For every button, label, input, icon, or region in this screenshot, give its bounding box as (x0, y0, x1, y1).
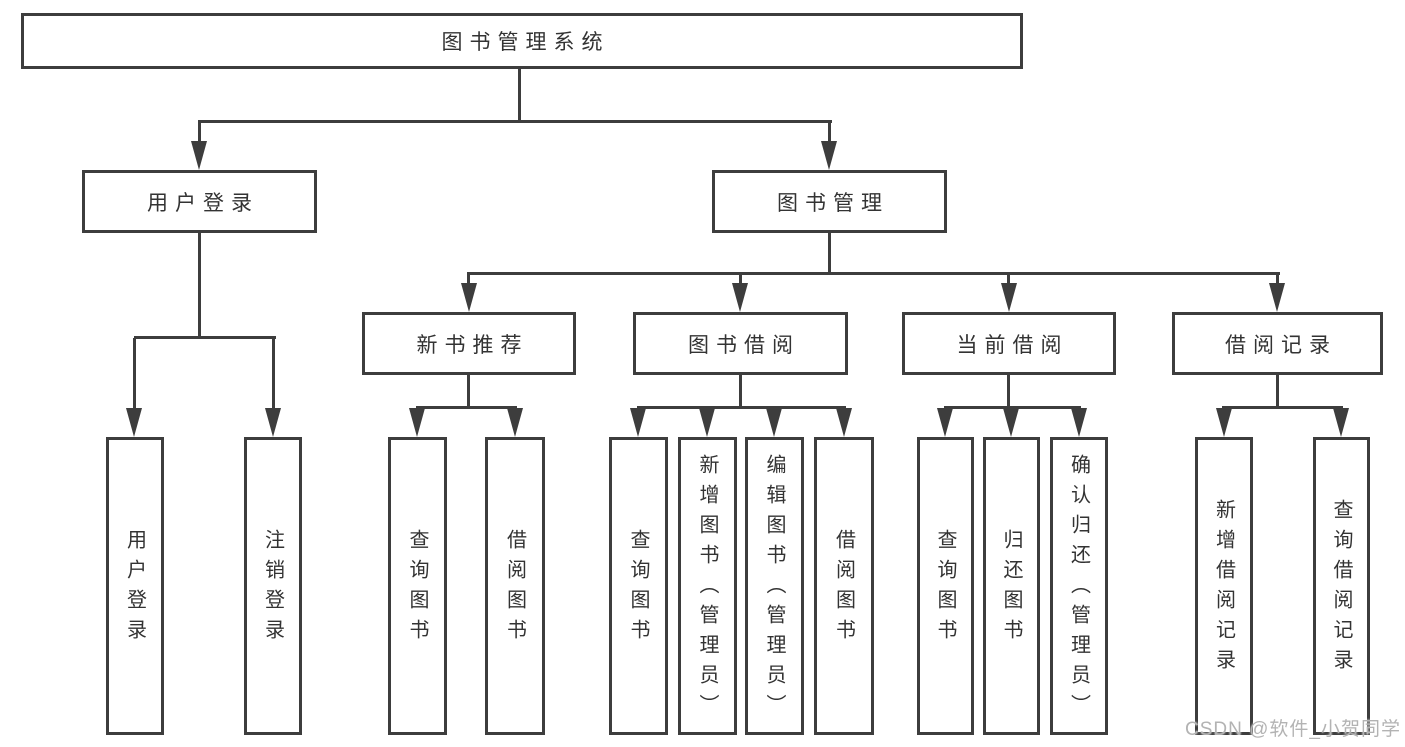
arrowhead (461, 283, 477, 312)
connector-new-book-bar (416, 406, 517, 409)
arrowhead (1216, 408, 1232, 437)
node-book-management: 图书管理 (712, 170, 947, 233)
node-query-borrow-record: 查询借阅记录 (1313, 437, 1370, 735)
connector-current-borrowing-bar (944, 406, 1081, 409)
node-edit-books-admin: 编辑图书（管理员） (745, 437, 804, 735)
connector-to-new-book (467, 274, 470, 285)
connector-to-book-borrowing (739, 274, 742, 285)
node-user-login: 用户登录 (82, 170, 317, 233)
node-logout: 注销登录 (244, 437, 302, 735)
connector-root-stem (518, 67, 521, 120)
arrowhead (1333, 408, 1349, 437)
connector-to-current-borrowing (1007, 274, 1010, 285)
node-query-books-current: 查询图书 (917, 437, 974, 735)
connector-to-user-login (198, 122, 201, 143)
node-book-borrowing: 图书借阅 (633, 312, 848, 375)
connector-new-book-stem (467, 374, 470, 409)
connector-user-login-bar (134, 336, 276, 339)
node-return-books: 归还图书 (983, 437, 1040, 735)
connector-borrow-records-stem (1276, 374, 1279, 409)
arrowhead (265, 408, 281, 437)
arrowhead (1071, 408, 1087, 437)
arrowhead (821, 141, 837, 170)
connector-to-login-leaf (133, 338, 136, 410)
connector-book-borrowing-stem (739, 374, 742, 409)
arrowhead (699, 408, 715, 437)
arrowhead (836, 408, 852, 437)
node-library-system: 图书管理系统 (21, 13, 1023, 69)
arrowhead (937, 408, 953, 437)
node-add-borrow-record: 新增借阅记录 (1195, 437, 1253, 735)
connector-to-logout-leaf (272, 338, 275, 410)
node-borrowing-records: 借阅记录 (1172, 312, 1383, 375)
node-add-books-admin: 新增图书（管理员） (678, 437, 737, 735)
node-query-books-borrowing: 查询图书 (609, 437, 668, 735)
connector-root-bar (198, 120, 832, 123)
node-borrow-books: 借阅图书 (814, 437, 874, 735)
node-user-login-action: 用户登录 (106, 437, 164, 735)
arrowhead (766, 408, 782, 437)
node-new-book-recommend: 新书推荐 (362, 312, 576, 375)
connector-book-mgmt-bar (467, 272, 1280, 275)
arrowhead (1003, 408, 1019, 437)
node-confirm-return-admin: 确认归还（管理员） (1050, 437, 1108, 735)
arrowhead (191, 141, 207, 170)
connector-to-borrow-records (1276, 274, 1279, 285)
arrowhead (126, 408, 142, 437)
connector-book-borrowing-bar (637, 406, 846, 409)
arrowhead (732, 283, 748, 312)
arrowhead (1269, 283, 1285, 312)
node-query-books-recommend: 查询图书 (388, 437, 447, 735)
node-current-borrowing: 当前借阅 (902, 312, 1116, 375)
connector-user-login-stem (198, 232, 201, 338)
connector-book-mgmt-stem (828, 232, 831, 275)
csdn-watermark: CSDN @软件_小贺同学 (1185, 719, 1401, 740)
arrowhead (630, 408, 646, 437)
arrowhead (409, 408, 425, 437)
arrowhead (1001, 283, 1017, 312)
connector-current-borrowing-stem (1007, 374, 1010, 409)
connector-borrow-records-bar (1222, 406, 1343, 409)
node-borrow-books-recommend: 借阅图书 (485, 437, 545, 735)
arrowhead (507, 408, 523, 437)
connector-to-book-management (828, 122, 831, 143)
